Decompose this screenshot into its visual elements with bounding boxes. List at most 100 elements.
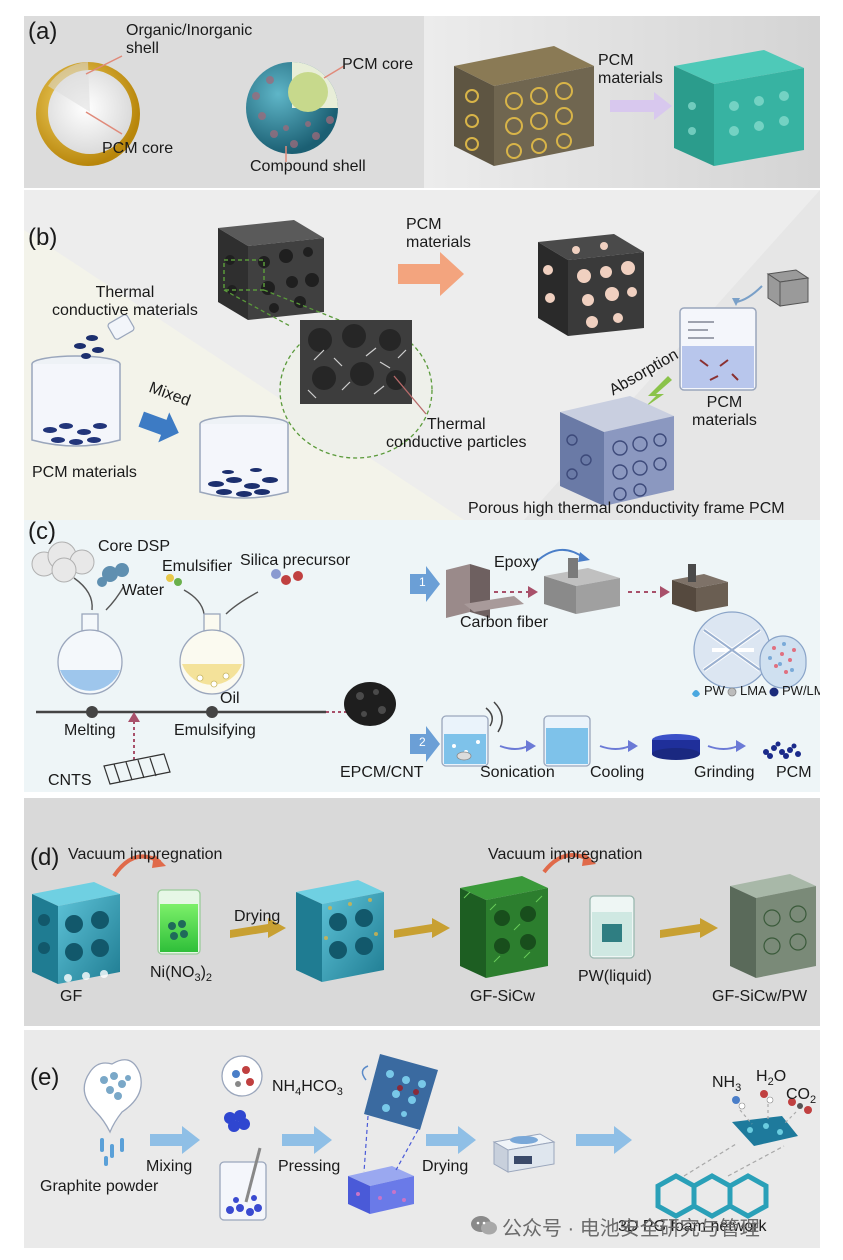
foaming-arrow — [576, 1126, 632, 1154]
water-droplets — [97, 563, 129, 587]
gf-sicw-pw-label: GF-SiCw/PW — [712, 988, 808, 1005]
pour-arrow-head — [732, 298, 740, 306]
panel-b: (b) PCM materials Thermal conductive mat… — [24, 190, 820, 520]
epoxy-arrow-head — [578, 552, 590, 562]
gf-sicw-pw-block — [730, 874, 816, 978]
zoom-link — [361, 1065, 369, 1081]
sonication-wave — [493, 701, 503, 733]
graphite-powder-label: Graphite powder — [40, 1178, 159, 1195]
process-arrow-head — [628, 740, 638, 752]
curved-arrow — [105, 585, 125, 611]
emulsifying-node — [206, 706, 218, 718]
h2o-label: H2O — [756, 1068, 787, 1089]
emulsifier-label: Emulsifier — [162, 558, 233, 575]
drying-label-e: Drying — [422, 1158, 469, 1175]
carbon-fiber-label: Carbon fiber — [460, 614, 549, 631]
mixing-beaker-left — [31, 355, 121, 447]
gold-lattice-block — [454, 46, 594, 166]
frame-caption: Porous high thermal conductivity frame P… — [468, 500, 785, 517]
compound-shell-label: Compound shell — [250, 158, 366, 175]
process-arrow-head — [526, 740, 536, 752]
beaker-pcm — [679, 307, 757, 391]
silica-precursor-label: Silica precursor — [240, 552, 351, 569]
gas-molecules — [732, 1090, 812, 1114]
process-arrow-d2 — [394, 918, 450, 938]
mixing-arrow — [150, 1126, 200, 1154]
pcm-core-left-label: PCM core — [102, 140, 174, 157]
flask-water — [57, 613, 123, 695]
panel-a: (a) Organic/Inorganic shell PCM core PCM… — [24, 16, 820, 188]
panel-c-graphics — [31, 541, 807, 785]
zoom-line — [395, 1129, 419, 1171]
sem-magnified-view — [279, 320, 433, 459]
wechat-icon — [471, 1216, 497, 1235]
panel-d-label: (d) — [30, 844, 60, 871]
salmon-arrow — [398, 252, 464, 296]
pg-foam-network — [655, 1173, 769, 1219]
carbon-fiber-bracket — [446, 564, 524, 618]
cooling-label: Cooling — [590, 764, 645, 781]
cnts-arrow-head — [128, 712, 140, 722]
gas-release-lines — [739, 1104, 797, 1125]
panel-a-label: (a) — [28, 18, 58, 45]
legend-lma-label: LMA — [740, 683, 767, 698]
pcm-label: PCM — [776, 764, 812, 781]
nh3-label: NH3 — [712, 1074, 742, 1095]
organic-inorganic-shell-label: Organic/Inorganic shell — [126, 22, 253, 58]
pw-legend-icon — [692, 690, 700, 697]
vacuum-arrow-2-head — [582, 852, 596, 866]
pcm-materials-right-label: PCM materials — [692, 394, 757, 430]
core-dsp-label: Core DSP — [98, 538, 171, 555]
thermal-conductive-particles-label: Thermal conductive particles — [386, 416, 527, 452]
route-1-number: 1 — [419, 575, 426, 589]
epcm-cnt-label: EPCM/CNT — [340, 764, 424, 781]
panel-b-graphics — [24, 190, 820, 520]
process-arrow — [599, 745, 631, 750]
vacuum-arrow-1-head — [152, 854, 166, 868]
pressed-pellet — [348, 1166, 414, 1214]
assembled-mold — [672, 564, 728, 612]
mixing-beaker-e — [219, 1147, 267, 1221]
porous-structure-zoom — [364, 1054, 438, 1130]
zoom-line — [727, 1145, 785, 1177]
emulsifier-molecule — [166, 574, 174, 582]
drying-oven — [492, 1133, 556, 1173]
water-label: Water — [122, 582, 165, 599]
silica-precursor-molecules — [271, 569, 303, 585]
mixing-beaker-right — [199, 415, 289, 499]
pcm-core-right-label: PCM core — [342, 56, 414, 73]
pressing-arrow — [282, 1126, 332, 1154]
process-arrow-d3 — [660, 918, 718, 938]
leader-line — [323, 65, 345, 79]
panel-e-label: (e) — [30, 1064, 60, 1091]
co2-label: CO2 — [786, 1086, 817, 1107]
pouring-vial — [107, 314, 135, 340]
pw-liquid-label: PW(liquid) — [578, 968, 652, 985]
blue-porous-lattice — [560, 396, 674, 506]
panel-d: (d) Vacuum impregnation Vacuum impregnat… — [24, 798, 820, 1026]
pour-arrow — [735, 285, 763, 303]
route-2-arrow — [410, 726, 440, 762]
small-lattice-icon — [766, 269, 810, 307]
zoom-line — [363, 1115, 369, 1173]
dried-gf-block — [296, 880, 384, 982]
process-arrow-head — [736, 740, 746, 752]
lma-legend-icon — [727, 687, 737, 697]
gf-sicw-label: GF-SiCw — [470, 988, 535, 1005]
green-arrow — [644, 376, 672, 408]
leader-line — [393, 375, 427, 415]
vacuum-impregnation-1-label: Vacuum impregnation — [68, 846, 223, 863]
process-arrow — [707, 745, 739, 750]
cloud-icon — [31, 541, 95, 583]
foam-fragment — [732, 1116, 798, 1146]
panel-c: (c) Core DSP Water Emulsifier Silica pre… — [24, 520, 820, 792]
emulsifier-molecule — [174, 578, 182, 586]
compound-shell-sphere — [246, 62, 338, 154]
legend-pw-label: PW — [704, 683, 725, 698]
porous-carbon-cube — [218, 220, 324, 320]
carbon-nanotube — [103, 753, 171, 785]
leader-line — [85, 111, 123, 135]
zoom-line — [223, 289, 291, 327]
panel-e: (e) NH4HCO3 Graphite powder Mixing Press… — [24, 1030, 820, 1248]
